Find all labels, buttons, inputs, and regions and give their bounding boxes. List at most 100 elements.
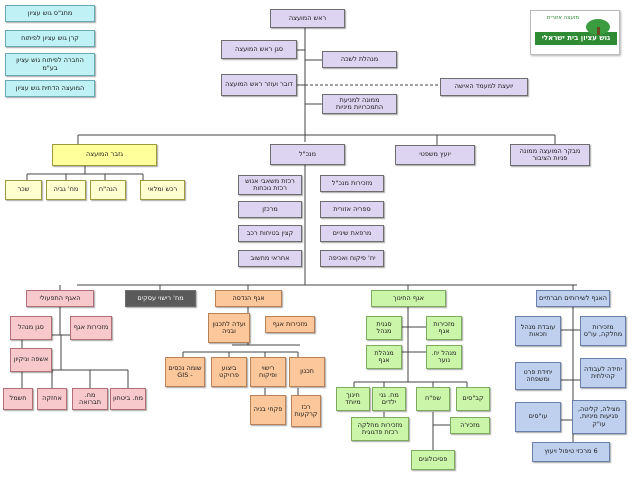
operations-department-box: האגף התפעולי xyxy=(26,290,94,307)
deputy-head-box: סגן ראש המועצה xyxy=(221,40,297,59)
edu-unit-manager: מנהלת אגף xyxy=(366,345,402,369)
ops-unit-label: אחזקה xyxy=(42,394,62,403)
edu-unit-special-ed: חינוך מיוחד xyxy=(336,387,370,411)
edu-unit-kindergartens: מח. גני ילדים xyxy=(372,387,406,411)
eng-unit-planning-committee: ועדה לתכנון ובניה xyxy=(208,313,250,343)
engineering-department-box: אגף הנדסה xyxy=(215,290,282,307)
ceo-unit-label: קצין בטיחות רכב xyxy=(246,228,294,237)
social-unit-community: יחידה לעבודה קהילתית xyxy=(580,358,626,388)
edu-unit-deputy: סגנית מנהל xyxy=(366,316,402,340)
council-head-label: ראש המועצה xyxy=(288,13,327,22)
ceo-box: מנכ"ל xyxy=(270,144,345,165)
business-licensing-box: מח' רישוי עסקים xyxy=(125,290,196,307)
treasury-unit-2: מח' גביה xyxy=(46,180,86,200)
edu-unit-attendance: קב"סים xyxy=(456,387,490,411)
ops-unit-label: אשפה וניקיון xyxy=(13,355,49,364)
spokesman-box: דובר ועוזר ראש המועצה xyxy=(221,74,297,96)
addiction-officer-box: ממונה למניעת התמכרויות מיניות xyxy=(322,94,397,114)
eng-unit-label: תכנון xyxy=(300,367,314,376)
edu-unit-label: מזכירות אגף xyxy=(433,319,455,335)
ceo-unit-label: מרפאת שיניים xyxy=(332,228,372,237)
development-fund-box: קרן גוש עציון לפיתוח xyxy=(5,30,95,47)
religious-council-label: המועצה הדתית גוש עציון xyxy=(15,83,85,92)
auditor-label: מבקר המועצה ממונה פניות הציבור xyxy=(519,146,581,162)
social-unit-eligibility: עובדת מנהל וזכאות xyxy=(515,316,561,346)
ceo-unit-label: מרכזן xyxy=(262,204,278,213)
social-unit-label: יחידה לעבודה קהילתית xyxy=(583,364,623,380)
social-unit-label: יחידת פרט ומשפחה xyxy=(523,367,553,383)
eng-unit-inspectors: פקחי בניה xyxy=(250,395,286,425)
ops-unit-secretariat: מזכירות אגף xyxy=(70,316,112,340)
spokesman-label: דובר ועוזר ראש המועצה xyxy=(225,80,293,89)
operations-department-label: האגף התפעולי xyxy=(39,293,81,302)
ops-unit-label: חשמל xyxy=(9,394,27,403)
eng-unit-label: ועדה לתכנון ובניה xyxy=(212,319,246,335)
social-unit-label: מזכירות מחלקה, עו"ס xyxy=(583,322,623,338)
treasury-unit-3: הנה"ח xyxy=(90,180,126,200)
ops-unit-sanitation: אשפה וניקיון xyxy=(10,348,52,372)
ceo-unit-label: רכזת משאבי אנוש רכזת נוכחות xyxy=(245,176,295,192)
tree-icon xyxy=(535,19,617,45)
edu-unit-label: קב"סים xyxy=(462,394,484,403)
women-advisor-box: יועצת למעמד האישה xyxy=(440,78,528,96)
treasury-unit-4: רכש ומלאי xyxy=(140,180,185,200)
treasurer-box: גזבר המועצה xyxy=(52,144,157,166)
eng-unit-label: רישוי ופיקוח xyxy=(259,363,277,379)
treasurer-label: גזבר המועצה xyxy=(85,150,124,159)
treasury-unit-1: שכר xyxy=(5,180,42,200)
ceo-label: מנכ"ל xyxy=(298,149,317,158)
edu-unit-label: מזכירה xyxy=(460,420,480,429)
ceo-unit-4: מרכזן xyxy=(238,201,302,218)
ops-unit-deputy: סגן מנהל xyxy=(10,316,52,340)
development-company-box: החברה לפיתוח גוש עציון בע"מ xyxy=(5,53,95,76)
business-licensing-label: מח' רישוי עסקים xyxy=(137,293,184,302)
edu-unit-label: חינוך מיוחד xyxy=(345,390,361,406)
ops-unit-hygiene: מח. תברואה xyxy=(72,388,108,410)
ops-unit-maintenance: אחזקה xyxy=(37,388,67,410)
ceo-unit-5: מרפאת שיניים xyxy=(320,225,384,242)
logo-top-text: מועצה אזורית xyxy=(546,15,580,21)
treasury-unit-label: שכר xyxy=(17,185,30,194)
social-unit-family: יחידת פרט ומשפחה xyxy=(515,362,561,390)
ceo-unit-1: מזכירות מנכ"ל xyxy=(320,175,384,192)
religious-council-box: המועצה הדתית גוש עציון xyxy=(5,80,95,97)
matnas-box: מתנ"ס גוש עציון xyxy=(5,5,95,22)
ceo-unit-2: רכזת משאבי אנוש רכזת נוכחות xyxy=(238,175,302,195)
council-head-box: ראש המועצה xyxy=(270,9,345,28)
engineering-department-label: אגף הנדסה xyxy=(232,293,265,302)
eng-unit-label: פקחי בניה xyxy=(253,405,283,414)
edu-unit-psychologists: פסיכולוגים xyxy=(411,450,455,470)
ops-unit-label: מח. תברואה xyxy=(78,390,102,406)
ceo-unit-6: קצין בטיחות רכב xyxy=(238,225,302,242)
edu-unit-secretary: מזכירה xyxy=(450,417,490,434)
development-company-label: החברה לפיתוח גוש עציון בע"מ xyxy=(16,56,84,72)
ops-unit-label: מזכירות אגף xyxy=(73,323,109,332)
social-unit-treatment-centers: 6 מרכזי טיפול ויעוץ xyxy=(532,442,610,462)
logo-main-text: גוש עציון בית ישראלי xyxy=(541,34,611,42)
eng-unit-label: ביצוע פרויקט xyxy=(219,363,239,379)
eng-unit-label: שומה נכסים - GIS xyxy=(168,363,202,379)
ops-unit-security: מח. ביטחון xyxy=(110,388,146,410)
social-unit-label: 6 מרכזי טיפול ויעוץ xyxy=(544,447,598,456)
edu-unit-label: מזכירות מחלקה רכזת פדגוגית xyxy=(357,420,403,436)
women-advisor-label: יועצת למעמד האישה xyxy=(454,82,514,91)
office-manager-label: מנהלת לשכה xyxy=(340,54,379,63)
deputy-head-label: סגן ראש המועצה xyxy=(234,44,284,53)
social-services-department-label: האגף לשירותים חברתיים xyxy=(539,293,607,302)
social-unit-rescue: מצילה, קליטה, פגיעות מיניות, עו"ק xyxy=(572,400,626,434)
legal-advisor-box: יועץ משפטי xyxy=(395,145,475,165)
edu-unit-label: שפ"ח xyxy=(425,394,441,403)
eng-unit-label: מזכירות אגף xyxy=(272,319,308,328)
legal-advisor-label: יועץ משפטי xyxy=(419,150,451,159)
social-unit-secretariat: מזכירות מחלקה, עו"ס xyxy=(580,316,626,346)
eng-unit-label: רכז קרקעות xyxy=(294,402,318,418)
treasury-unit-label: הנה"ח xyxy=(98,185,118,194)
ceo-unit-label: ספריה אזורית xyxy=(333,204,371,213)
edu-unit-label: סגנית מנהל xyxy=(376,319,392,335)
ceo-unit-label: מזכירות מנכ"ל xyxy=(331,178,373,187)
office-manager-box: מנהלת לשכה xyxy=(322,51,397,68)
eng-unit-gis: שומה נכסים - GIS xyxy=(165,357,205,387)
social-unit-social-workers: עו"סים xyxy=(515,402,561,432)
development-fund-label: קרן גוש עציון לפיתוח xyxy=(21,33,79,42)
